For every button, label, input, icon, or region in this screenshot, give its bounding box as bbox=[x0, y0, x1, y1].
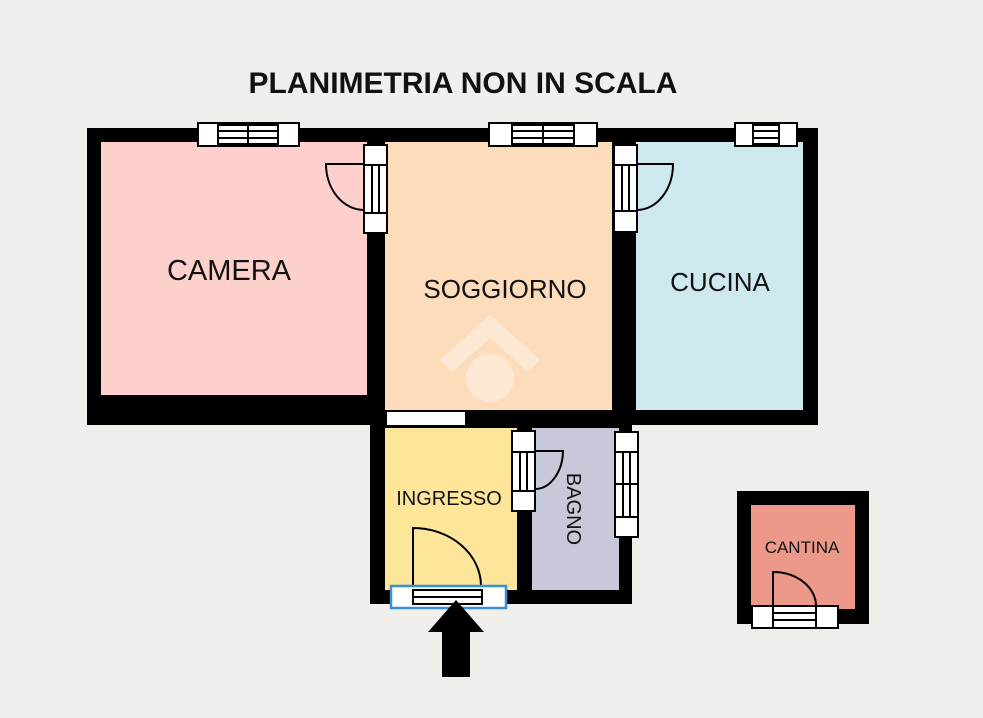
door-camera-soggiorno bbox=[324, 144, 388, 234]
label-camera: CAMERA bbox=[167, 255, 292, 287]
door-cantina bbox=[751, 570, 839, 629]
plan-title: PLANIMETRIA NON IN SCALA bbox=[249, 67, 678, 100]
label-ingresso: INGRESSO bbox=[396, 488, 502, 510]
watermark-logo bbox=[440, 315, 540, 402]
room-soggiorno bbox=[385, 142, 612, 410]
window-cucina bbox=[734, 122, 798, 147]
window-bagno bbox=[614, 431, 639, 538]
door-ingresso-bagno bbox=[511, 430, 565, 512]
label-cantina: CANTINA bbox=[765, 538, 840, 557]
entrance-door bbox=[389, 526, 508, 610]
label-cucina: CUCINA bbox=[670, 267, 770, 297]
opening-soggiorno-ingresso bbox=[387, 412, 465, 425]
room-ingresso bbox=[385, 428, 517, 590]
window-camera bbox=[197, 122, 300, 147]
arrow-up-icon bbox=[428, 600, 484, 677]
label-soggiorno: SOGGIORNO bbox=[423, 274, 586, 304]
door-soggiorno-cucina bbox=[613, 144, 675, 233]
label-bagno: BAGNO bbox=[562, 473, 584, 545]
room-cantina bbox=[751, 505, 855, 609]
room-bagno bbox=[532, 428, 619, 590]
room-cucina bbox=[636, 142, 803, 410]
window-soggiorno bbox=[488, 122, 598, 147]
room-camera bbox=[101, 142, 367, 395]
